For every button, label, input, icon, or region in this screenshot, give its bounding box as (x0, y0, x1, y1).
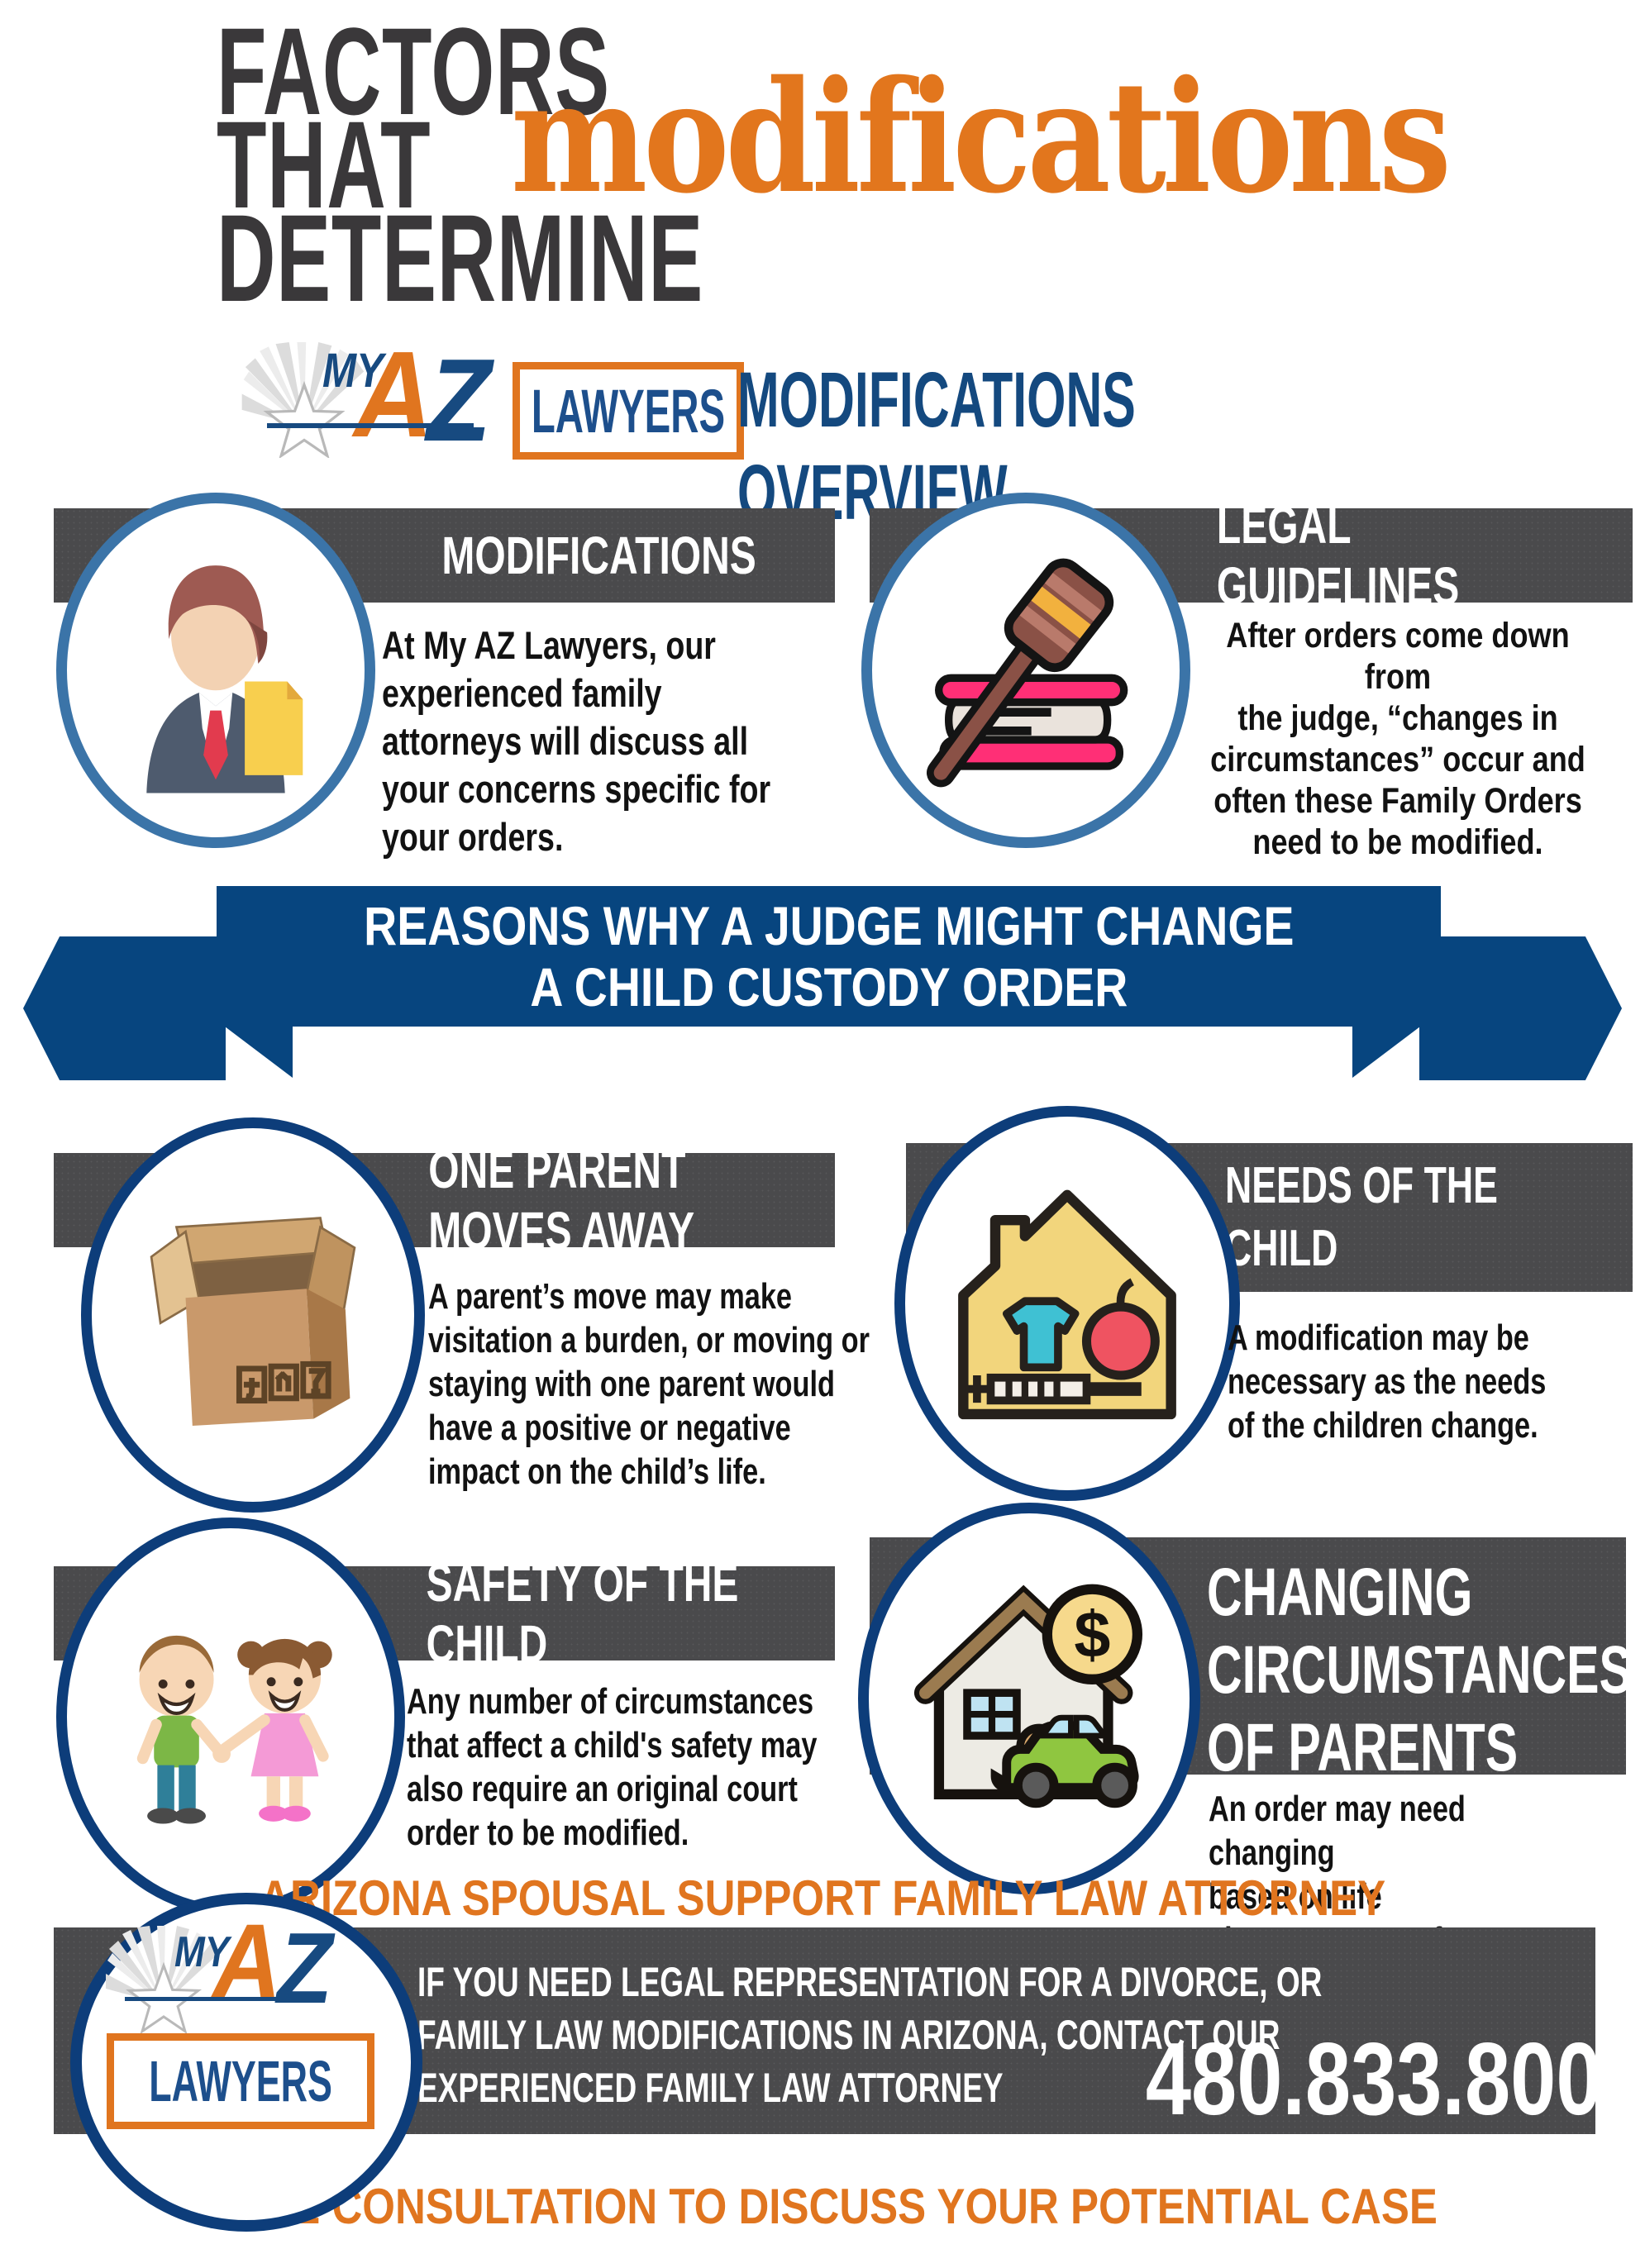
moving-box-icon (150, 1217, 356, 1426)
attorney-icon (146, 565, 303, 793)
ribbon-right-wing (1419, 936, 1622, 1080)
footer-banner-text: IF YOU NEED LEGAL REPRESENTATION FOR A D… (417, 1959, 1323, 2111)
card-parent-circumstances-circle: $ (858, 1503, 1200, 1894)
brand-logo-header: MY A Z LAWYERS (222, 326, 751, 466)
card-child-safety-circle (56, 1518, 405, 1916)
card-parent-circumstances-title: CHANGING CIRCUMSTANCES OF PARENTS (1207, 1555, 1632, 1785)
page-title-highlight: modifications (511, 46, 1452, 227)
brand-rule (125, 1997, 315, 2001)
brand-logo-footer: MY A Z LAWYERS (82, 1904, 411, 2220)
gavel-book-icon (927, 558, 1128, 788)
brand-my: MY (174, 1928, 230, 1976)
ribbon-right-fold (1352, 1027, 1420, 1078)
tagline-free-consultation: FREE CONSULTATION TO DISCUSS YOUR POTENT… (207, 2179, 1438, 2234)
children-icon (136, 1635, 332, 1824)
card-legal-guidelines-title: LEGAL GUIDELINES (1216, 495, 1460, 616)
card-parent-moves-title: ONE PARENT MOVES AWAY (428, 1140, 695, 1260)
starburst-icon (106, 1926, 219, 2033)
card-child-safety-body: Any number of circumstances that affect … (407, 1681, 818, 1853)
card-child-needs-circle (894, 1106, 1240, 1501)
brand-my: MY (322, 344, 384, 398)
ribbon-left-fold (225, 1027, 293, 1078)
card-child-needs-body: A modification may be necessary as the n… (1228, 1317, 1547, 1446)
ribbon-banner: REASONS WHY A JUDGE MIGHT CHANGE A CHILD… (217, 886, 1441, 1027)
brand-lawyers-box: LAWYERS (513, 362, 744, 460)
tagline-spousal-support: ARIZONA SPOUSAL SUPPORT FAMILY LAW ATTOR… (259, 1870, 1386, 1926)
brand-logo-footer-circle: MY A Z LAWYERS (70, 1893, 422, 2232)
brand-letter-a: A (354, 326, 434, 463)
card-legal-guidelines-circle (861, 493, 1190, 848)
brand-letter-z: Z (277, 1912, 333, 2024)
card-parent-moves-circle (81, 1117, 425, 1513)
house-money-car-icon: $ (913, 1584, 1143, 1808)
ribbon-left-wing (23, 936, 226, 1080)
card-child-needs-title: NEEDS OF THE CHILD CHANGES (1225, 1157, 1498, 1340)
starburst-icon (241, 342, 365, 458)
page-title: FACTORS THAT DETERMINE (217, 2, 703, 327)
card-modifications-circle (56, 493, 375, 848)
brand-letter-z: Z (427, 335, 492, 466)
ribbon-banner-text: REASONS WHY A JUDGE MIGHT CHANGE A CHILD… (363, 895, 1295, 1017)
brand-lawyers-box: LAWYERS (107, 2033, 374, 2129)
card-legal-guidelines-body: After orders come down from the judge, “… (1210, 616, 1585, 862)
dollar-sign: $ (1074, 1598, 1110, 1671)
card-child-safety-title: SAFETY OF THE CHILD (426, 1553, 739, 1674)
house-needs-icon (958, 1189, 1176, 1420)
card-parent-moves-body: A parent’s move may make visitation a bu… (428, 1276, 870, 1492)
phone-number: 480.833.8000 (1145, 2023, 1645, 2137)
brand-lawyers: LAWYERS (149, 2049, 332, 2113)
card-modifications-title: MODIFICATIONS (441, 526, 757, 585)
brand-rule (267, 423, 474, 428)
card-modifications-body: At My AZ Lawyers, our experienced family… (382, 623, 771, 859)
brand-lawyers: LAWYERS (531, 376, 726, 446)
